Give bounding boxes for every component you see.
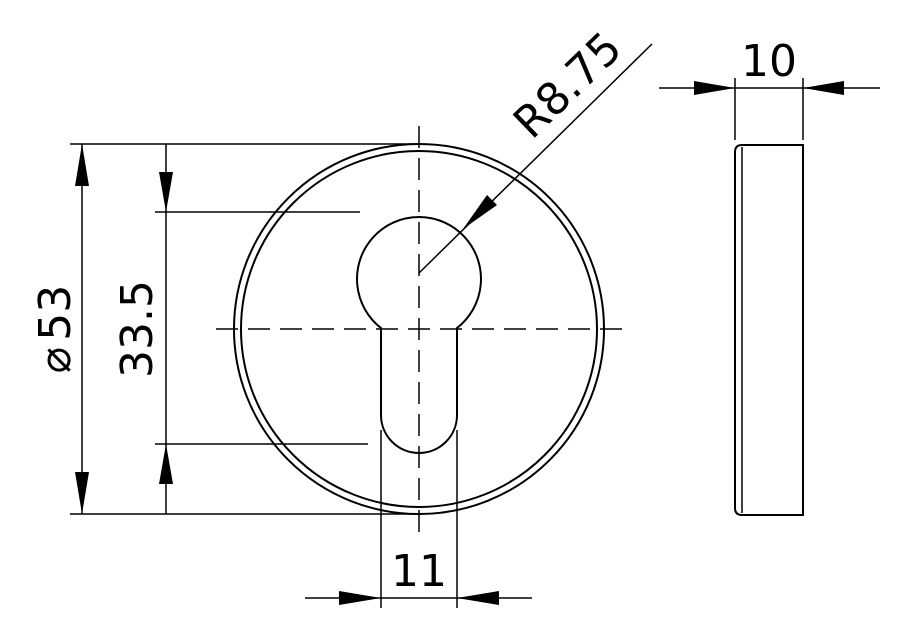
radius-label: R8.75 bbox=[504, 23, 632, 149]
slot-width-dimension: 11 bbox=[305, 430, 532, 608]
front-view bbox=[216, 126, 622, 540]
diameter-arrow-bottom bbox=[75, 472, 89, 514]
thickness-label: 10 bbox=[741, 36, 797, 87]
thick-arrow-right bbox=[803, 81, 844, 95]
diameter-symbol: ⌀ bbox=[30, 347, 81, 374]
slot-arrow-left bbox=[339, 591, 381, 605]
cyl-arrow-bottom bbox=[159, 444, 173, 484]
cylinder-length-label: 33.5 bbox=[112, 280, 163, 378]
slot-arrow-right bbox=[457, 591, 499, 605]
radius-leader bbox=[418, 43, 653, 274]
diameter-label: 53 bbox=[30, 285, 81, 341]
side-view bbox=[734, 144, 804, 516]
cyl-arrow-top bbox=[159, 172, 173, 212]
side-profile bbox=[734, 144, 804, 516]
cylinder-length-dimension: 33.5 bbox=[112, 144, 368, 514]
diameter-arrow-top bbox=[75, 144, 89, 186]
diameter-dimension: ⌀ 53 bbox=[30, 143, 419, 515]
thick-arrow-left bbox=[694, 81, 735, 95]
thickness-dimension: 10 bbox=[659, 36, 880, 140]
radius-arrow bbox=[463, 195, 497, 229]
inner-circle bbox=[240, 150, 598, 508]
keyhole-cutout bbox=[356, 216, 482, 454]
slot-width-label: 11 bbox=[391, 546, 447, 597]
svg-text:⌀53: ⌀ 53 bbox=[30, 285, 81, 374]
